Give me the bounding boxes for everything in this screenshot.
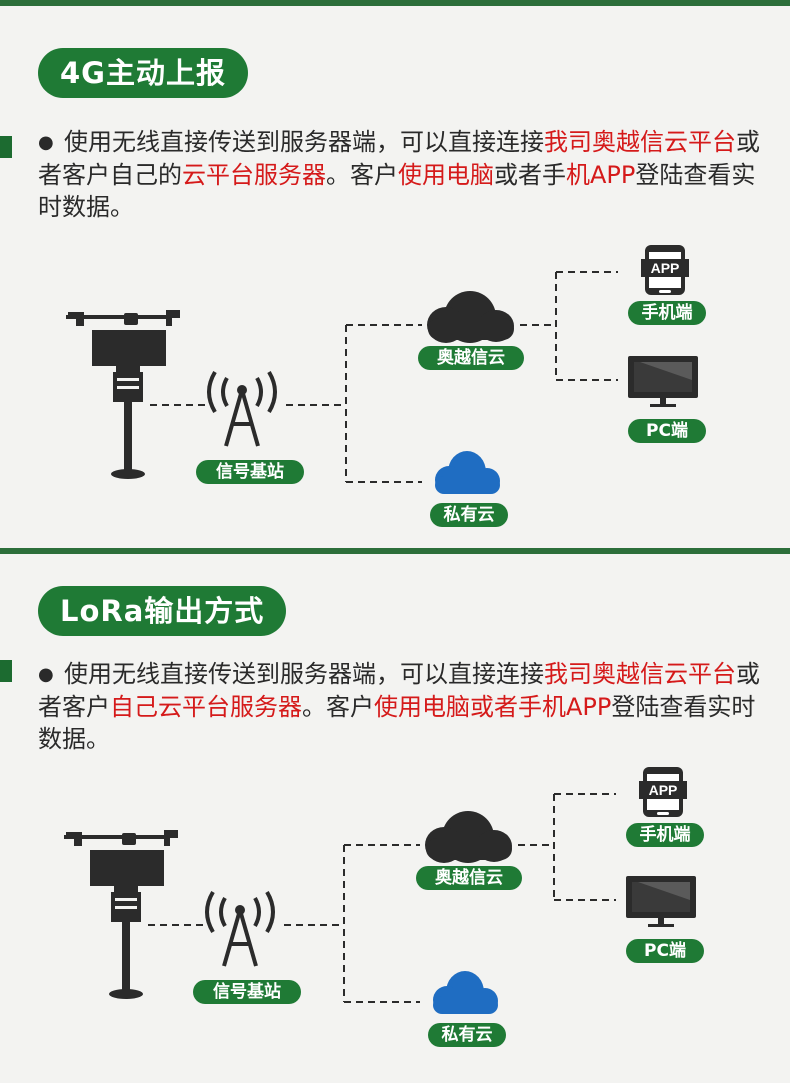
base-station-label: 信号基站 <box>196 460 304 484</box>
desc-part: 使用电脑或者手机APP <box>374 693 612 721</box>
section-title: 4G主动上报 <box>38 48 248 98</box>
connection-lines <box>150 271 618 483</box>
desc-part: 或者客户自己的 <box>38 128 760 189</box>
desc-part: 使用无线直接传送到服务器端，可以直接连接 <box>64 660 544 688</box>
private-cloud-icon <box>433 971 498 1014</box>
section-divider <box>0 0 790 6</box>
private-cloud-label: 私有云 <box>428 1023 506 1047</box>
signal-tower-icon <box>205 890 275 967</box>
weather-station-icon <box>66 310 180 479</box>
app-icon-text: APP <box>651 260 680 276</box>
cloud-icon <box>427 291 514 343</box>
private-cloud-icon <box>435 451 500 494</box>
bullet-icon: ● <box>38 664 54 685</box>
desc-part: 或者手 <box>494 161 566 189</box>
desc-part: 登陆查看实时数据。 <box>38 161 756 221</box>
desc-part: 使用无线直接传送到服务器端，可以直接连接 <box>64 128 544 156</box>
desc-part: 我司奥越信云平台 <box>544 128 736 156</box>
network-diagram: APP <box>66 245 698 494</box>
section-description: ● 使用无线直接传送到服务器端，可以直接连接我司奥越信云平台或者客户自己云平台服务… <box>38 658 778 755</box>
pc-monitor-icon <box>626 876 696 927</box>
private-cloud-label: 私有云 <box>430 503 508 527</box>
signal-tower-icon <box>207 370 277 447</box>
desc-part: 机APP <box>566 161 636 189</box>
bullet-icon: ● <box>38 132 54 153</box>
connection-lines <box>148 793 616 1003</box>
cloud-label: 奥越信云 <box>418 346 524 370</box>
desc-part: 使用电脑 <box>398 161 494 189</box>
section-description: ● 使用无线直接传送到服务器端，可以直接连接我司奥越信云平台或者客户自己的云平台服… <box>38 126 778 223</box>
network-diagram: APP <box>64 767 696 1014</box>
desc-part: 登陆查看实时数据。 <box>38 693 756 753</box>
base-station-label: 信号基站 <box>193 980 301 1004</box>
section-marker <box>0 136 12 158</box>
pc-label: PC端 <box>628 419 706 443</box>
cloud-label: 奥越信云 <box>416 866 522 890</box>
section-4g: 4G主动上报 ● 使用无线直接传送到服务器端，可以直接连接我司奥越信云平台或者客户… <box>0 0 790 527</box>
desc-part: 我司奥越信云平台 <box>544 660 736 688</box>
desc-part: 。客户 <box>326 161 398 189</box>
weather-station-icon <box>64 830 178 999</box>
section-title: LoRa输出方式 <box>38 586 287 636</box>
section-marker <box>0 660 12 682</box>
section-divider <box>0 548 790 554</box>
app-icon-text: APP <box>649 782 678 798</box>
phone-label: 手机端 <box>626 823 704 847</box>
pc-label: PC端 <box>626 939 704 963</box>
cloud-icon <box>425 811 512 863</box>
section-lora: LoRa输出方式 ● 使用无线直接传送到服务器端，可以直接连接我司奥越信云平台或者… <box>0 548 790 1068</box>
pc-monitor-icon <box>628 356 698 407</box>
phone-icon: APP <box>639 767 687 817</box>
desc-part: 自己云平台服务器 <box>110 693 302 721</box>
phone-icon: APP <box>641 245 689 295</box>
phone-label: 手机端 <box>628 301 706 325</box>
desc-part: 或者客户 <box>38 660 760 721</box>
desc-part: 云平台服务器 <box>182 161 326 189</box>
desc-part: 。客户 <box>302 693 374 721</box>
